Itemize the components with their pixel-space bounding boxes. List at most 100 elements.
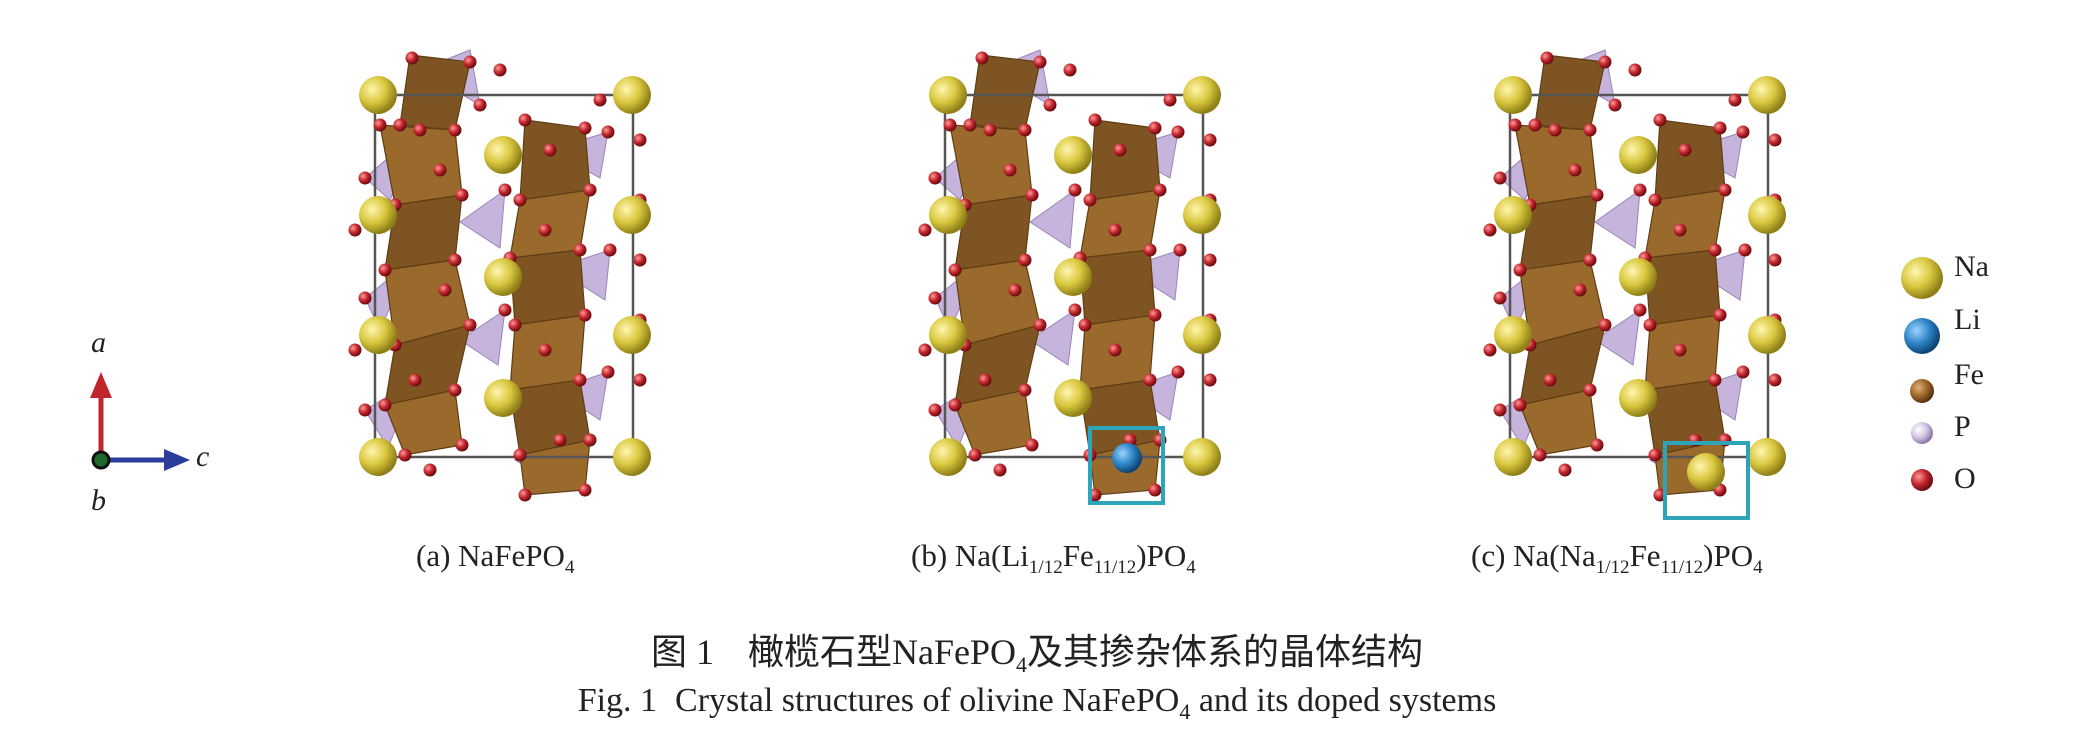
na-atom: [1054, 379, 1092, 417]
o-atom: [1008, 283, 1022, 297]
structure-panel-b: [918, 49, 1221, 502]
na-atom: [1619, 258, 1657, 296]
li-dopant-atom: [1112, 443, 1142, 473]
o-atom: [1573, 283, 1587, 297]
unit-cell-edge: [943, 93, 1205, 459]
o-atom: [463, 55, 477, 69]
o-atom: [1025, 188, 1039, 202]
structure-panel-a: [348, 49, 651, 502]
na-atom: [613, 438, 651, 476]
o-atom: [405, 51, 419, 65]
o-atom: [518, 113, 532, 127]
o-atom: [983, 123, 997, 137]
o-atom: [1171, 125, 1185, 139]
o-atom: [348, 223, 362, 237]
o-atom: [1728, 93, 1742, 107]
o-atom: [928, 171, 942, 185]
o-atom: [463, 318, 477, 332]
na-atom: [1748, 316, 1786, 354]
panel-b-caption: (b) Na(Li1/12Fe11/12)PO4: [911, 538, 1196, 579]
p-tetrahedron: [1029, 188, 1076, 249]
o-atom: [513, 448, 527, 462]
o-atom: [633, 253, 647, 267]
o-atom: [633, 373, 647, 387]
o-atom: [398, 448, 412, 462]
legend-na-label: Na: [1954, 250, 1989, 283]
o-atom: [633, 133, 647, 147]
o-atom: [1108, 223, 1122, 237]
na-atom: [359, 438, 397, 476]
o-atom: [553, 433, 567, 447]
o-atom: [1083, 193, 1097, 207]
na-atom: [1748, 438, 1786, 476]
o-atom: [1583, 253, 1597, 267]
na-atom: [359, 196, 397, 234]
o-atom: [948, 263, 962, 277]
o-atom: [378, 398, 392, 412]
na-atom: [1494, 438, 1532, 476]
o-atom: [593, 93, 607, 107]
o-atom: [1598, 318, 1612, 332]
axis-c-label: c: [196, 440, 210, 473]
fe-octahedron: [509, 249, 586, 326]
fe-octahedron: [949, 124, 1033, 206]
o-atom: [1063, 63, 1077, 77]
legend-p-label: P: [1954, 410, 1971, 443]
o-atom: [1203, 133, 1217, 147]
axis-b-origin: [91, 450, 111, 470]
o-atom: [1108, 343, 1122, 357]
na-atom: [484, 379, 522, 417]
o-atom: [448, 123, 462, 137]
o-atom: [1768, 253, 1782, 267]
o-atom: [378, 263, 392, 277]
o-atom: [1148, 308, 1162, 322]
na-atom: [613, 316, 651, 354]
o-atom: [1548, 123, 1562, 137]
na-atom: [1494, 316, 1532, 354]
p-tetrahedron: [459, 188, 506, 249]
o-atom: [1143, 373, 1157, 387]
o-atom: [1653, 113, 1667, 127]
o-atom: [963, 118, 977, 132]
o-atom: [1678, 143, 1692, 157]
dopant-highlight-box: [1088, 426, 1165, 505]
o-atom: [1738, 243, 1752, 257]
o-atom: [423, 463, 437, 477]
o-atom: [918, 223, 932, 237]
fe-octahedron: [519, 119, 591, 201]
o-atom: [1171, 365, 1185, 379]
unit-cell-edge: [1508, 93, 1770, 459]
o-atom: [1708, 373, 1722, 387]
o-atom: [1540, 51, 1554, 65]
o-atom: [948, 398, 962, 412]
o-atom: [1493, 291, 1507, 305]
o-atom: [1568, 163, 1582, 177]
o-atom: [473, 98, 487, 112]
o-atom: [1768, 373, 1782, 387]
o-atom: [1143, 243, 1157, 257]
p-tetrahedron: [459, 308, 506, 366]
o-atom: [448, 383, 462, 397]
o-atom: [438, 283, 452, 297]
axis-c-arrowhead: [164, 449, 190, 471]
o-atom: [583, 433, 597, 447]
o-atom: [455, 188, 469, 202]
o-atom: [1628, 63, 1642, 77]
na-atom: [1748, 76, 1786, 114]
na-atom: [1054, 136, 1092, 174]
o-atom: [943, 118, 957, 132]
o-atom: [1533, 448, 1547, 462]
o-atom: [1018, 253, 1032, 267]
o-atom: [573, 373, 587, 387]
legend-o-swatch: [1911, 469, 1933, 491]
o-atom: [358, 171, 372, 185]
na-atom: [1619, 379, 1657, 417]
fe-octahedron: [1534, 54, 1606, 131]
legend-fe-swatch: [1910, 379, 1934, 403]
o-atom: [1003, 163, 1017, 177]
o-atom: [498, 303, 512, 317]
legend-o-label: O: [1954, 462, 1976, 495]
o-atom: [1513, 398, 1527, 412]
o-atom: [1068, 303, 1082, 317]
